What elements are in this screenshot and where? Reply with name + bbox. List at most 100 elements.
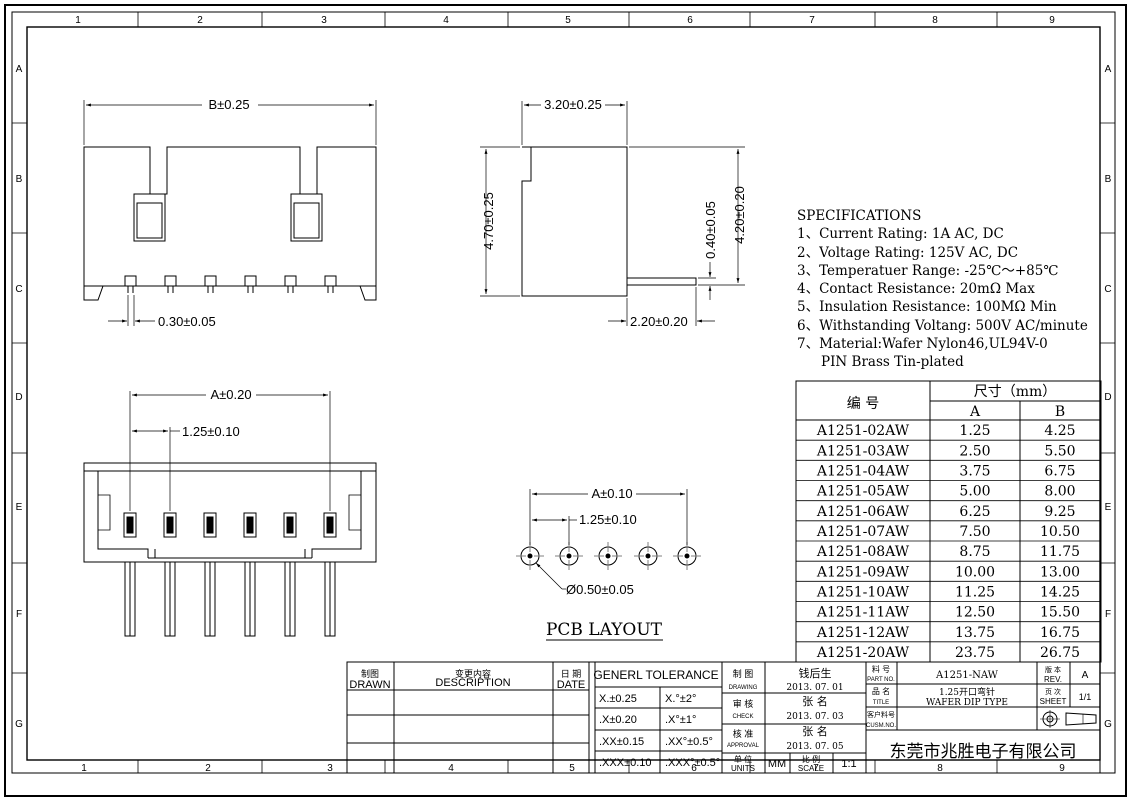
zone-col-label: 6: [691, 763, 697, 774]
spec-line: 5、Insulation Resistance: 100MΩ Min: [797, 299, 1057, 315]
tb-cust-en: CUSM.NO.: [866, 723, 896, 729]
tb-units-value: MM: [768, 758, 786, 770]
table-cell-part-no: A1251-12AW: [816, 625, 910, 641]
table-cell-b: 8.00: [1044, 484, 1075, 500]
projection-symbol-icon: [1040, 710, 1097, 728]
tb-tol-linear: .XX±0.15: [599, 736, 644, 748]
table-header-a: A: [969, 404, 981, 420]
zone-row-label: G: [1104, 719, 1112, 730]
tb-sheet-en: SHEET: [1040, 697, 1067, 706]
spec-line: 2、Voltage Rating: 125V AC, DC: [797, 245, 1018, 261]
tb-title-en: TITLE: [873, 700, 889, 706]
tb-part-no-en: PART NO.: [867, 677, 895, 683]
table-cell-b: 16.75: [1040, 625, 1080, 641]
dim-total-height-label: 4.20±0.20: [732, 186, 747, 244]
zone-row-label: A: [16, 64, 23, 75]
spec-line: 7、Material:Wafer Nylon46,UL94V-0: [797, 336, 1048, 352]
table-cell-b: 9.25: [1044, 504, 1075, 520]
tb-company-name: 东莞市兆胜电子有限公司: [890, 742, 1077, 762]
tb-date-en: DATE: [557, 679, 586, 691]
table-cell-part-no: A1251-06AW: [816, 504, 910, 520]
pcb-holes: [516, 542, 701, 570]
zone-col-label: 7: [809, 15, 815, 26]
zone-col-label: 8: [932, 15, 938, 26]
zone-col-label: 1: [81, 763, 87, 774]
table-cell-b: 10.50: [1040, 524, 1080, 540]
tb-tol-angular: .XXX°±0.5°: [665, 757, 720, 769]
tb-approval-date: 2013. 07. 05: [786, 742, 844, 752]
table-cell-part-no: A1251-07AW: [816, 524, 910, 540]
tb-desc-en: DESCRIPTION: [435, 677, 510, 689]
tb-units-cn: 单 位: [734, 754, 752, 764]
tb-part-no-cn: 料 号: [872, 664, 890, 674]
pcb-layout: [516, 489, 701, 641]
table-cell-a: 11.25: [955, 585, 995, 601]
table-cell-b: 11.75: [1040, 544, 1080, 560]
table-cell-a: 13.75: [955, 625, 995, 641]
dim-side-height-label: 4.70±0.25: [481, 192, 496, 250]
table-cell-b: 26.75: [1040, 645, 1080, 661]
table-cell-a: 12.50: [955, 605, 995, 621]
tb-drawing-date: 2013. 07. 01: [786, 683, 843, 693]
dim-b-label: B±0.25: [208, 97, 249, 112]
zone-col-label: 9: [1049, 15, 1055, 26]
table-cell-part-no: A1251-10AW: [816, 585, 910, 601]
pcb-dim-pitch-label: 1.25±0.10: [579, 512, 637, 527]
table-cell-part-no: A1251-11AW: [816, 605, 910, 621]
table-cell-b: 4.25: [1044, 423, 1075, 439]
zone-row-label: D: [1104, 392, 1111, 403]
spec-line: 4、Contact Resistance: 20mΩ Max: [797, 281, 1035, 297]
dim-pin-width-label: 0.30±0.05: [158, 314, 216, 329]
tb-title-value-2: WAFER DIP TYPE: [926, 698, 1008, 708]
tb-approval-name: 张 名: [802, 724, 828, 738]
front-view: [83, 100, 377, 326]
zone-col-label: 6: [687, 15, 693, 26]
zone-row-label: B: [16, 174, 23, 185]
table-cell-a: 7.50: [959, 524, 990, 540]
tb-title-cn: 品 名: [872, 686, 890, 696]
tb-drawing-name: 钱后生: [799, 666, 832, 680]
zone-col-label: 8: [937, 763, 943, 774]
tb-rev-en: REV.: [1044, 675, 1062, 684]
top-view: [83, 391, 377, 637]
tb-approval-cn: 核 准: [733, 728, 754, 739]
tb-scale-en: SCALE: [798, 764, 824, 773]
tb-title-value-1: 1.25开口弯针: [939, 686, 995, 698]
side-view: [480, 101, 745, 326]
table-header-size: 尺寸（mm）: [974, 384, 1057, 400]
zone-row-label: F: [16, 609, 22, 620]
zone-row-label: G: [15, 719, 23, 730]
tb-zhitu-cn: 制 图: [733, 668, 754, 679]
zone-col-label: 1: [75, 15, 81, 26]
tb-drawn-cn: 制图: [361, 668, 379, 679]
tb-check-en: CHECK: [732, 714, 753, 720]
zone-row-label: B: [1105, 174, 1112, 185]
spec-title: SPECIFICATIONS: [797, 208, 921, 224]
tb-zhitu-en: DRAWING: [729, 685, 758, 691]
table-cell-a: 1.25: [959, 423, 990, 439]
tb-date-cn: 日 期: [561, 669, 582, 679]
dim-label-bg: [541, 97, 605, 111]
tb-rev-cn: 版 本: [1045, 665, 1061, 674]
pcb-layout-title: PCB LAYOUT: [546, 620, 663, 640]
zone-col-label: 2: [197, 15, 203, 26]
tb-scale-value: 1:1: [841, 758, 856, 770]
zone-col-label: 3: [327, 763, 333, 774]
table-cell-part-no: A1251-02AW: [816, 423, 910, 439]
tb-sheet-value: 1/1: [1079, 692, 1092, 702]
pcb-dim-a-label: A±0.10: [591, 486, 632, 501]
table-header-part: 编 号: [847, 396, 879, 412]
table-cell-part-no: A1251-20AW: [816, 645, 910, 661]
tb-rev-value: A: [1082, 670, 1089, 681]
zone-row-label: E: [16, 502, 23, 513]
pcb-dim-hole-label: Ø0.50±0.05: [566, 582, 634, 597]
table-header-b: B: [1055, 404, 1065, 420]
spec-line: 3、Temperatuer Range: -25℃～+85℃: [797, 263, 1058, 279]
table-cell-part-no: A1251-08AW: [816, 544, 910, 560]
spec-line: 6、Withstanding Voltang: 500V AC/minute: [797, 318, 1088, 334]
tb-approval-en: APPROVAL: [727, 743, 760, 749]
tb-units-en: UNITS: [731, 764, 755, 773]
zone-col-label: 4: [443, 15, 449, 26]
tb-tol-angular: .X°±1°: [665, 714, 696, 726]
table-cell-b: 6.75: [1044, 464, 1075, 480]
